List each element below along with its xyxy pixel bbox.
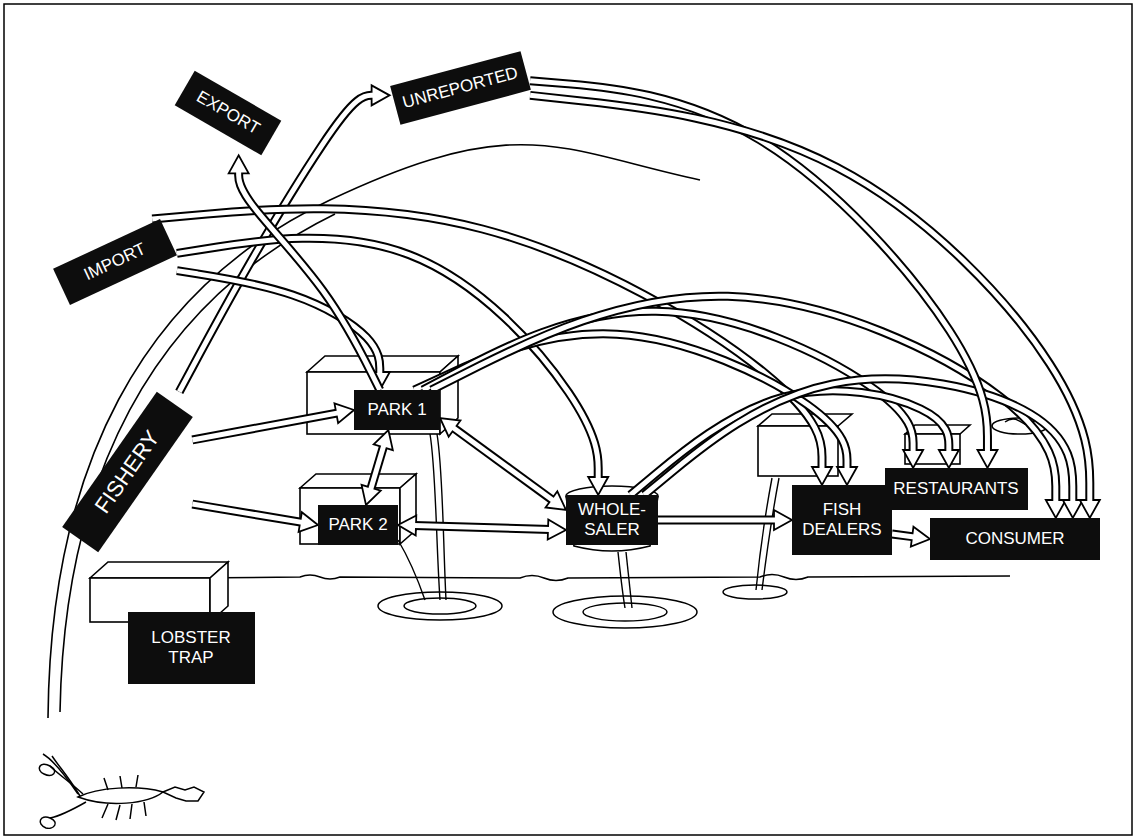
drain-streams [398, 419, 1035, 608]
flow-arrow [371, 445, 384, 489]
label-text: UNREPORTED [400, 63, 520, 113]
arrow-outline [192, 413, 338, 440]
label-box: UNREPORTED [390, 51, 530, 125]
arrow-body [658, 518, 776, 523]
label-box: RESTAURANTS [885, 468, 1028, 510]
flow-arrow [177, 238, 598, 479]
flow-arrow [530, 95, 1090, 502]
flow-arrow [177, 271, 380, 374]
flow-arrow [192, 504, 302, 522]
label-text: EXPORT [193, 87, 263, 139]
flow-arrow [453, 427, 553, 500]
label-box: IMPORT [53, 219, 177, 305]
arrow-outline [414, 525, 550, 529]
arrow-outline [644, 379, 1073, 502]
label-box: FISHERY [62, 392, 193, 552]
arrow-outline [530, 95, 1090, 502]
label-box: LOBSTER TRAP [128, 612, 255, 684]
arrow-body [192, 413, 338, 440]
label-text: CONSUMER [965, 529, 1064, 549]
arrow-outline [177, 271, 380, 374]
label-text: RESTAURANTS [893, 479, 1018, 499]
arrow-body [177, 271, 380, 374]
arrow-body [177, 238, 598, 479]
label-text: LOBSTER TRAP [145, 628, 237, 669]
label-text: PARK 1 [367, 400, 426, 420]
arrow-body [644, 379, 1073, 502]
arrow-outline [239, 171, 380, 390]
flow-arrow [414, 525, 550, 529]
label-box: EXPORT [175, 71, 282, 156]
label-text: IMPORT [81, 239, 149, 285]
label-box: WHOLE-SALER [566, 495, 658, 545]
arrow-body [239, 171, 380, 390]
label-text: FISH DEALERS [800, 500, 884, 541]
flow-arrow [644, 379, 1073, 502]
arrow-body [530, 95, 1090, 502]
label-box: PARK 2 [318, 505, 398, 545]
arrow-outline [453, 427, 553, 500]
label-text: PARK 2 [328, 515, 387, 535]
frame [4, 4, 1132, 835]
outer-arc [48, 145, 700, 718]
label-text: FISHERY [89, 426, 165, 519]
arrow-outline [177, 238, 598, 479]
arrow-body [192, 504, 302, 522]
label-box: FISH DEALERS [792, 485, 892, 555]
label-box: PARK 1 [354, 390, 440, 430]
flow-arrow [192, 413, 338, 440]
arrow-outline [892, 534, 914, 537]
label-text: WHOLE-SALER [574, 500, 650, 541]
arrow-outline [658, 516, 776, 525]
flow-arrow [239, 171, 380, 390]
arrow-body [371, 445, 384, 489]
label-box: CONSUMER [930, 518, 1100, 560]
arrow-outline [371, 445, 384, 489]
lobster-drawing [39, 754, 204, 828]
arrow-outline [192, 504, 302, 522]
flow-arrow [658, 520, 776, 521]
arrow-body [892, 534, 914, 537]
flow-arrow [892, 534, 914, 537]
arrow-body [414, 525, 550, 529]
arrow-body [453, 427, 553, 500]
